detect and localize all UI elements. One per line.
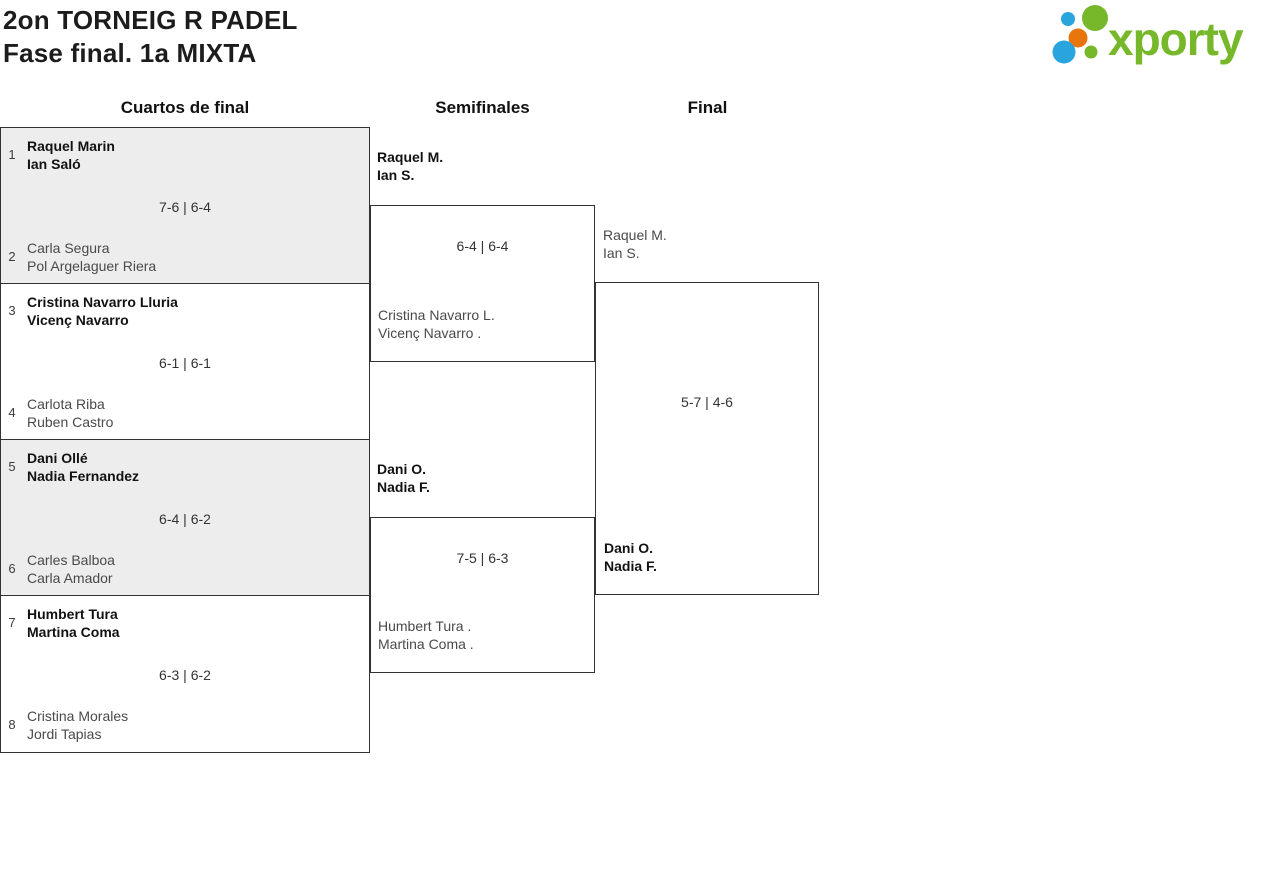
logo-wordmark: xporty [1108,13,1244,65]
match-score: 6-1 | 6-1 [159,355,211,371]
tournament-title: 2on TORNEIG R PADEL [3,5,298,35]
match-score: 6-3 | 6-2 [159,667,211,683]
match-score: 7-5 | 6-3 [456,550,509,566]
round-header-quarterfinals: Cuartos de final [120,98,250,117]
match-quarterfinal-2: 3 Cristina Navarro Lluria Vicenç Navarro… [1,284,369,440]
match-quarterfinal-1: 1 Raquel Marin Ian Saló 7-6 | 6-4 2 Carl… [1,128,369,284]
team-name: Carles Balboa Carla Amador [27,552,115,586]
match-score: 6-4 | 6-4 [456,238,509,254]
logo-dots-icon [1052,5,1108,64]
round-header-semifinals: Semifinales [435,98,530,117]
match-score: 7-6 | 6-4 [159,199,211,215]
match-score: 5-7 | 4-6 [681,394,733,410]
team-name: Raquel M. Ian S. [377,149,444,183]
team-name: Cristina Navarro Lluria Vicenç Navarro [27,294,178,328]
team-name: Raquel M. Ian S. [603,227,667,261]
match-semifinal-1: 6-4 | 6-4 Cristina Navarro L. Vicenç Nav… [370,205,595,362]
team-name: Dani O. Nadia F. [377,461,430,495]
seed-number: 7 [8,615,16,630]
seed-number: 5 [8,459,16,474]
team-name: Humbert Tura Martina Coma [27,606,120,640]
xporty-logo-graphic: xporty [1052,5,1245,65]
match-quarterfinal-4: 7 Humbert Tura Martina Coma 6-3 | 6-2 8 … [1,596,369,752]
match-final: 5-7 | 4-6 Dani O. Nadia F. [595,282,819,595]
match-semifinal-2: 7-5 | 6-3 Humbert Tura . Martina Coma . [370,517,595,673]
seed-number: 2 [8,249,16,264]
tournament-subtitle: Fase final. 1a MIXTA [3,38,257,68]
team-name: Dani O. Nadia F. [604,540,657,574]
seed-number: 4 [8,405,16,420]
team-name: Cristina Navarro L. Vicenç Navarro . [378,307,495,341]
quarterfinals-column: 1 Raquel Marin Ian Saló 7-6 | 6-4 2 Carl… [0,127,370,753]
seed-number: 6 [8,561,16,576]
team-name: Raquel Marin Ian Saló [27,138,115,172]
round-header-final: Final [687,98,728,117]
xporty-logo[interactable]: xporty [1046,2,1276,78]
match-score: 6-4 | 6-2 [159,511,211,527]
team-name: Carla Segura Pol Argelaguer Riera [27,240,157,274]
team-name: Cristina Morales Jordi Tapias [27,708,129,742]
seed-number: 8 [8,717,16,732]
page-title: 2on TORNEIG R PADEL Fase final. 1a MIXTA [3,4,298,70]
match-quarterfinal-3: 5 Dani Ollé Nadia Fernandez 6-4 | 6-2 6 … [1,440,369,596]
team-name: Carlota Riba Ruben Castro [27,396,114,430]
seed-number: 3 [8,303,16,318]
team-name: Dani Ollé Nadia Fernandez [27,450,140,484]
seed-number: 1 [8,147,16,162]
team-name: Humbert Tura . Martina Coma . [378,618,474,652]
